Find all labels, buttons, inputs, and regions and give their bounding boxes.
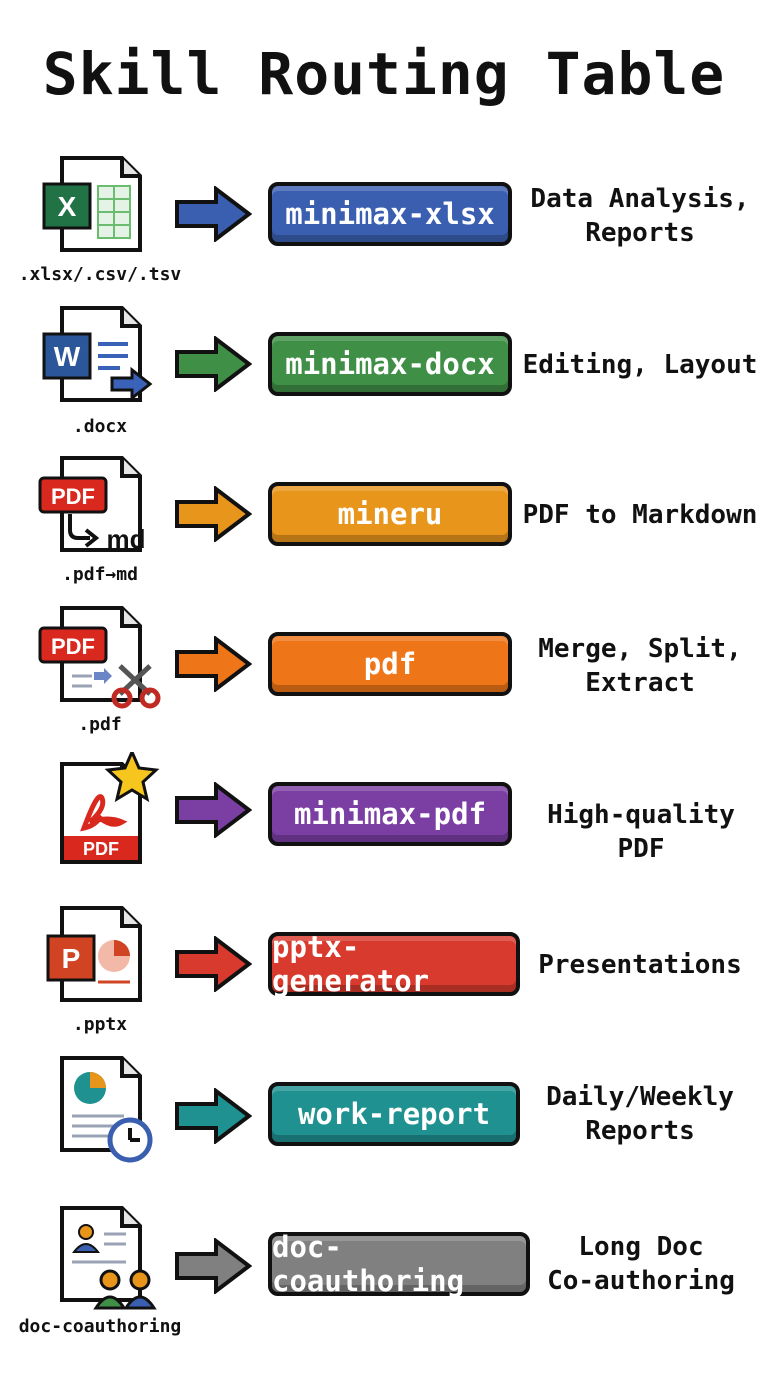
doc-users-icon (28, 1202, 168, 1320)
skill-button-minimax-docx[interactable]: minimax-docx (268, 332, 512, 396)
skill-description: Long Doc Co-authoring (547, 1232, 735, 1296)
arrow-right-icon (175, 186, 252, 242)
arrow-right-icon (175, 1088, 252, 1144)
skill-label: minimax-docx (285, 347, 495, 381)
arrow-right-icon (175, 636, 252, 692)
file-extension-label: .pdf→md (62, 564, 138, 585)
file-extension-label: .pdf (78, 714, 122, 735)
route-row-mineru: PDF md .pdf→md mineru PDF to Markdown (0, 452, 768, 602)
report-clock-icon (28, 1052, 168, 1170)
word-file-icon: W (28, 302, 168, 420)
arrow-right-icon (175, 782, 252, 838)
svg-text:W: W (54, 341, 81, 372)
arrow-right-icon (175, 1238, 252, 1294)
skill-button-work-report[interactable]: work-report (268, 1082, 520, 1146)
file-extension-label: doc-coauthoring (18, 1316, 182, 1337)
skill-label: minimax-pdf (293, 797, 487, 831)
file-extension-label: .pptx (72, 1014, 128, 1035)
svg-text:md: md (107, 524, 146, 554)
skill-button-doc-coauthoring[interactable]: doc-coauthoring (268, 1230, 530, 1298)
skill-label: pdf (363, 647, 417, 681)
svg-text:P: P (62, 943, 81, 974)
skill-description: High-quality PDF (547, 800, 735, 864)
file-extension-label: .docx (72, 416, 128, 437)
skill-button-mineru[interactable]: mineru (268, 482, 512, 546)
skill-label: minimax-xlsx (285, 197, 495, 231)
skill-label: pptx-generator (272, 930, 430, 998)
route-row-minimax-pdf: PDF minimax-pdf High-quality PDF (0, 752, 768, 902)
svg-text:X: X (58, 191, 77, 222)
route-row-xlsx: X .xlsx/.csv/.tsv minimax-xlsx Data Anal… (0, 152, 768, 302)
route-row-doc-coauthoring: doc-coauthoring doc-coauthoring Long Doc… (0, 1202, 768, 1352)
skill-description: Editing, Layout (522, 350, 758, 380)
skill-description: Merge, Split, Extract (538, 634, 742, 698)
pdf-star-icon: PDF (28, 752, 168, 870)
skill-description: Data Analysis, Reports (530, 184, 750, 248)
skill-button-minimax-pdf[interactable]: minimax-pdf (268, 782, 512, 846)
svg-text:PDF: PDF (51, 484, 95, 509)
svg-text:PDF: PDF (51, 634, 95, 659)
arrow-right-icon (175, 936, 252, 992)
route-row-docx: W .docx minimax-docx Editing, Layout (0, 302, 768, 452)
skill-button-minimax-xlsx[interactable]: minimax-xlsx (268, 182, 512, 246)
skill-label: doc-coauthoring (272, 1230, 465, 1298)
powerpoint-file-icon: P (28, 902, 168, 1020)
excel-file-icon: X (28, 152, 168, 270)
arrow-right-icon (175, 336, 252, 392)
file-extension-label: .xlsx/.csv/.tsv (18, 264, 182, 285)
route-row-pdf: PDF .pdf pdf Merge, Split, Extract (0, 602, 768, 752)
skill-button-pdf[interactable]: pdf (268, 632, 512, 696)
skill-description: Daily/Weekly Reports (546, 1082, 734, 1146)
route-row-pptx: P .pptx pptx-generator Presentations (0, 902, 768, 1052)
skill-button-pptx-generator[interactable]: pptx-generator (268, 930, 520, 998)
svg-text:PDF: PDF (83, 839, 119, 859)
pdf-scissors-icon: PDF (28, 602, 168, 720)
arrow-right-icon (175, 486, 252, 542)
skill-label: work-report (297, 1097, 491, 1131)
page-title: Skill Routing Table (42, 40, 726, 108)
route-row-work-report: work-report Daily/Weekly Reports (0, 1052, 768, 1202)
skill-label: mineru (337, 497, 443, 531)
pdf-to-markdown-icon: PDF md (28, 452, 168, 570)
skill-description: PDF to Markdown (522, 500, 758, 530)
skill-description: Presentations (538, 950, 742, 980)
